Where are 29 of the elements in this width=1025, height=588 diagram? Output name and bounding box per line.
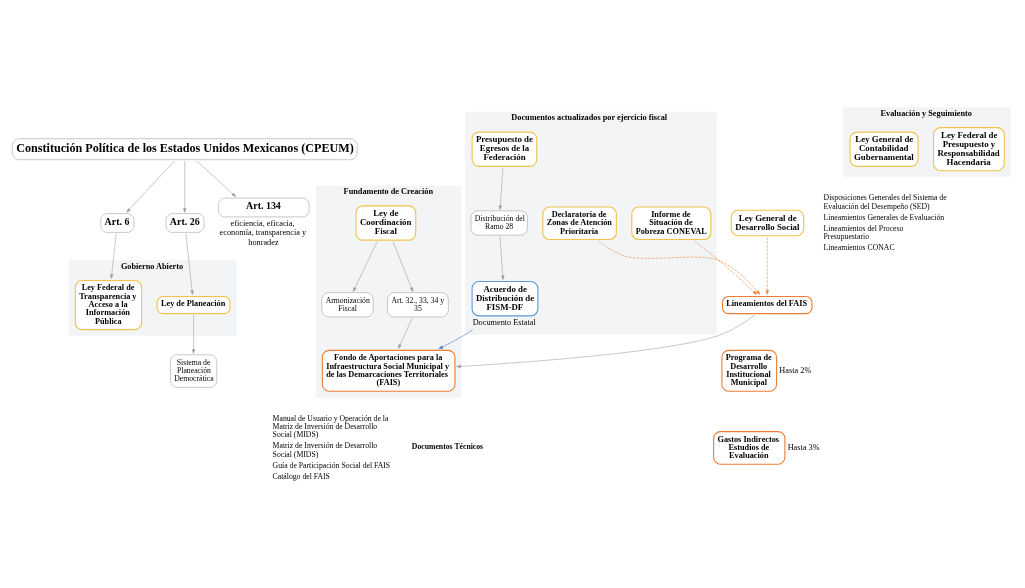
label: Lineamientos del Proceso Presupuestario [823, 223, 903, 242]
arrow [392, 241, 413, 292]
arrow [693, 240, 757, 295]
node-label: eficiencia, eficacia, economía, transparencia y honradez [219, 218, 306, 247]
label: Manual de Usuario y Operación de la Matriz de Inversión de Desarrollo Social (MIDS) [272, 413, 388, 440]
arrow [498, 167, 503, 210]
arrow [765, 237, 769, 295]
label: Lineamientos Generales de Evaluación [823, 212, 944, 222]
arrow [438, 329, 473, 349]
arrow [352, 241, 377, 292]
node-label: Documento Estatal [472, 318, 536, 328]
arrow [185, 233, 194, 295]
arrow [125, 160, 175, 213]
arrow [196, 160, 236, 197]
node-label: Hasta 2% [778, 365, 811, 375]
arrow [191, 314, 195, 354]
node-label: Hasta 3% [787, 442, 820, 452]
label: Catálogo del FAIS [272, 471, 330, 481]
label: Matriz de Inversión de Desarrollo Social (MIDS) [272, 441, 377, 459]
arrow [456, 314, 755, 369]
arrow [499, 236, 504, 280]
arrow [109, 233, 116, 279]
arrow [182, 160, 186, 213]
label: Lineamientos CONAC [823, 243, 895, 253]
arrow [597, 240, 760, 295]
label: Documentos Técnicos [411, 442, 483, 452]
label: Guía de Participación Social del FAIS [272, 460, 390, 470]
arrow [397, 317, 412, 349]
label: Disposiciones Generales del Sistema de Evaluación del Desempeño (SED) [823, 193, 947, 211]
